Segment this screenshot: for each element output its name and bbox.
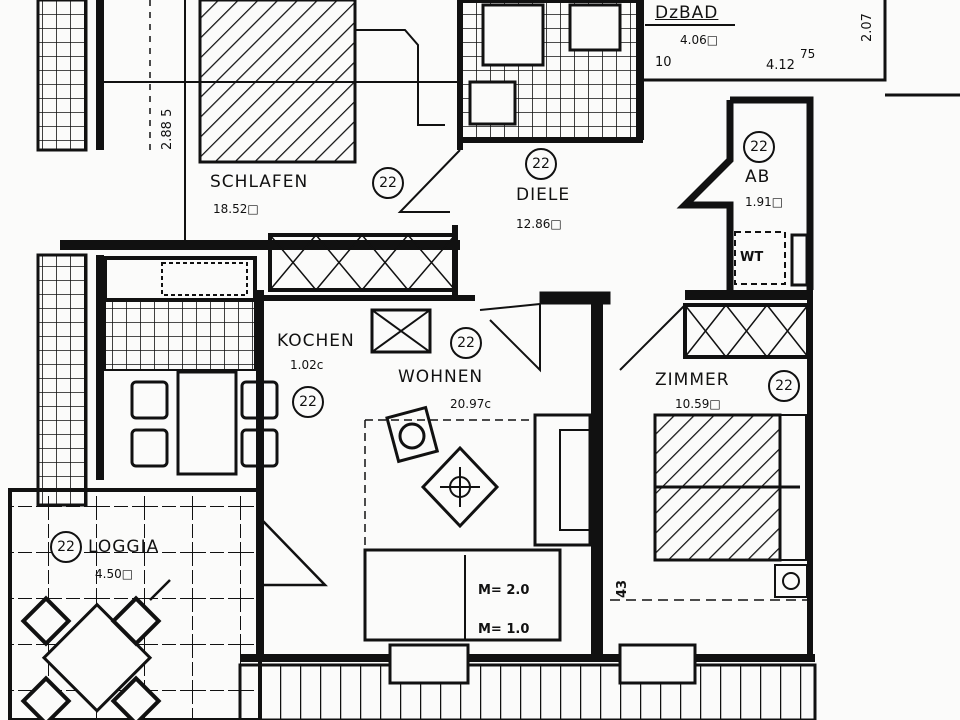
- dim-m1: M= 1.0: [478, 622, 530, 637]
- room-code-zimmer: 22: [768, 370, 800, 402]
- dim-schlafen-height: 2.88 5: [160, 108, 175, 150]
- schlafen-room: [60, 0, 461, 292]
- balcony-railing: [238, 643, 817, 720]
- room-area-dzbad: 4.06□: [680, 33, 719, 47]
- nightstand: [774, 564, 808, 598]
- bathroom: [457, 0, 960, 143]
- planter: [618, 643, 697, 685]
- dining-table: [176, 370, 238, 476]
- room-name-dzbad: DzBAD: [655, 3, 719, 23]
- dim-zimmer-note: 43: [615, 579, 630, 598]
- left-wall: [36, 0, 104, 507]
- room-name-schlafen: SCHLAFEN: [210, 172, 309, 192]
- dim-right-height: 2.07: [860, 13, 875, 42]
- chair: [130, 428, 169, 468]
- room-code-schlafen: 22: [372, 167, 404, 199]
- washbasin-label: WT: [740, 250, 764, 265]
- room-name-wohnen: WOHNEN: [398, 367, 484, 387]
- dim-m2: M= 2.0: [478, 583, 530, 598]
- kochen-room: [103, 256, 432, 476]
- room-area-zimmer: 10.59□: [675, 397, 721, 411]
- kitchen-counter: [103, 256, 257, 302]
- room-name-ab: AB: [745, 167, 771, 187]
- room-area-loggia: 4.50□: [95, 567, 134, 581]
- room-code-diele: 22: [525, 148, 557, 180]
- room-area-diele: 12.86□: [516, 217, 562, 231]
- toilet: [468, 80, 517, 126]
- dim-bad-width: 4.12: [766, 58, 795, 73]
- dim-bad-width-sup: 75: [800, 47, 816, 61]
- wohnen-room: [261, 405, 592, 642]
- room-code-wohnen: 22: [450, 327, 482, 359]
- room-area-kochen: 1.02c: [290, 358, 324, 372]
- chair: [240, 380, 279, 420]
- room-code-ab: 22: [743, 131, 775, 163]
- room-area-ab: 1.91□: [745, 195, 784, 209]
- sofa: [533, 413, 592, 547]
- dim-bad-ten: 10: [655, 55, 672, 70]
- room-name-diele: DIELE: [516, 185, 571, 205]
- rug: [420, 445, 500, 529]
- room-code-loggia: 22: [50, 531, 82, 563]
- stove: [370, 308, 432, 354]
- room-name-loggia: LOGGIA: [88, 537, 160, 557]
- chair: [130, 380, 169, 420]
- sink: [568, 3, 622, 52]
- room-area-wohnen: 20.97c: [450, 397, 491, 411]
- room-name-kochen: KOCHEN: [277, 331, 355, 351]
- loggia: [8, 488, 262, 720]
- zimmer-room: [610, 100, 813, 660]
- sideboard: [363, 548, 562, 642]
- armchair: [385, 405, 440, 464]
- shower: [481, 3, 545, 67]
- chair: [240, 428, 279, 468]
- room-area-schlafen: 18.52□: [213, 202, 259, 216]
- room-name-zimmer: ZIMMER: [655, 370, 730, 390]
- planter: [388, 643, 470, 685]
- room-code-kochen: 22: [292, 386, 324, 418]
